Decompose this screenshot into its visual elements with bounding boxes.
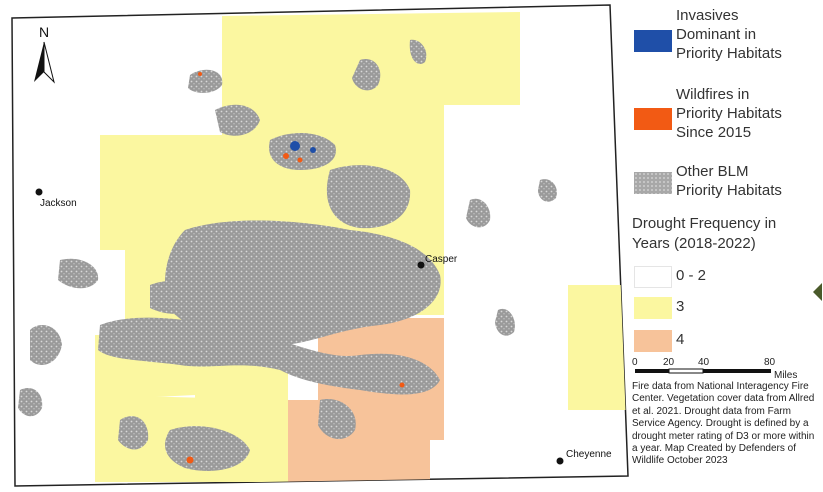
other-blm-swatch	[634, 172, 672, 194]
wildfires-label: Wildfires in Priority Habitats Since 201…	[676, 86, 782, 141]
city-marker-icon	[556, 457, 564, 465]
scale-tick: 20	[663, 357, 675, 368]
north-arrow: N	[34, 24, 55, 84]
drought-class-label: 3	[676, 298, 685, 315]
drought-legend-title: Drought Frequency in Years (2018-2022)	[632, 215, 777, 252]
invasives-swatch	[634, 30, 672, 52]
wyoming-map: N Jackson Casper Cheyenne	[11, 4, 629, 487]
map-credits: Fire data from National Interagency Fire…	[632, 381, 815, 467]
city-marker-icon	[417, 261, 425, 269]
wildfires-swatch	[634, 108, 672, 130]
blm-priority-habitats	[18, 39, 557, 471]
drought-3-east	[568, 285, 628, 410]
city-casper: Casper	[417, 254, 458, 269]
city-jackson: Jackson	[35, 188, 77, 209]
invasives-areas	[290, 141, 316, 153]
drought-class-swatch	[634, 266, 672, 288]
drought-class-label: 4	[676, 331, 685, 348]
next-arrow-icon[interactable]	[813, 283, 822, 301]
svg-text:Jackson: Jackson	[40, 198, 77, 209]
invasives-label: Invasives Dominant in Priority Habitats	[676, 7, 782, 62]
drought-class-swatch	[634, 297, 672, 319]
svg-text:Casper: Casper	[425, 254, 458, 265]
wildfire-areas	[186, 72, 405, 464]
drought-class-label: 0 - 2	[676, 267, 707, 284]
scale-bar: 0 20 40 80 Miles	[632, 357, 797, 381]
scale-unit: Miles	[774, 370, 797, 381]
scale-tick: 0	[632, 357, 638, 368]
other-blm-label: Other BLM Priority Habitats	[676, 163, 782, 199]
city-cheyenne: Cheyenne	[556, 449, 612, 465]
svg-text:N: N	[39, 24, 49, 40]
svg-text:Cheyenne: Cheyenne	[566, 449, 612, 460]
scale-tick: 40	[698, 357, 710, 368]
map-legend: Invasives Dominant in Priority Habitats …	[630, 0, 823, 492]
city-marker-icon	[35, 188, 43, 196]
scale-tick: 80	[764, 357, 776, 368]
drought-class-swatch	[634, 330, 672, 352]
